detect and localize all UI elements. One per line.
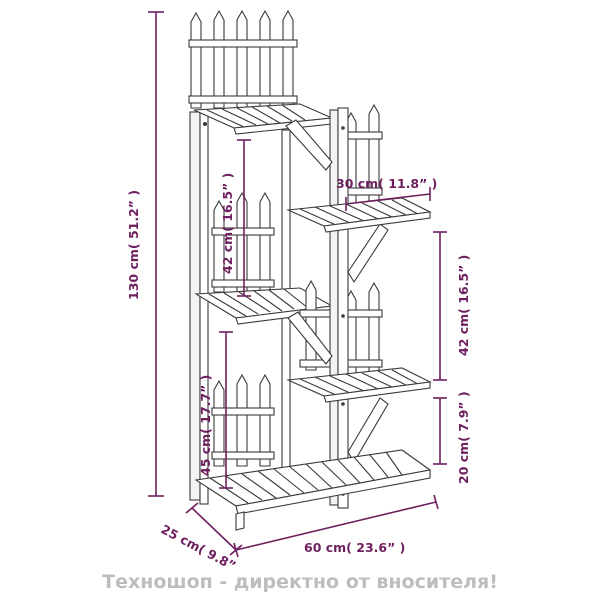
lower-picket-fence: [211, 373, 275, 467]
dim-gap-bottom-right: 20 cm( 7.9” ): [433, 391, 471, 484]
dim-gap-lower-left: 45 cm( 17.7” ): [198, 331, 233, 489]
label-shelf-width: 30 cm( 11.8” ): [336, 176, 437, 191]
label-gap-upper-left: 42 cm( 16.5” ): [220, 173, 235, 274]
top-picket-fence: [188, 9, 298, 109]
label-height-total: 130 cm( 51.2” ): [126, 190, 141, 300]
dim-gap-upper-left: 42 cm( 16.5” ): [220, 139, 251, 297]
shelf-right-upper: [285, 197, 432, 233]
dim-depth: 25 cm( 9.8”: [159, 502, 243, 573]
label-gap-lower-left: 45 cm( 17.7” ): [198, 375, 213, 476]
shelf-right-lower: [285, 367, 432, 403]
diagonal-braces: [285, 119, 389, 464]
label-gap-bottom-right: 20 cm( 7.9” ): [456, 391, 471, 484]
dim-shelf-width: 30 cm( 11.8” ): [336, 176, 437, 211]
label-width: 60 cm( 23.6” ): [304, 540, 405, 555]
dim-height-total: 130 cm( 51.2” ): [126, 11, 164, 497]
shelf-bottom: [194, 449, 432, 531]
dim-width: 60 cm( 23.6” ): [233, 494, 439, 558]
left-rear-post: [189, 111, 209, 505]
label-gap-right: 42 cm( 16.5” ): [456, 255, 471, 356]
right-upper-picket-fence: [343, 103, 383, 211]
watermark-text: Техношоп - директно от вносителя!: [102, 571, 498, 593]
plant-stand-drawing: [188, 9, 432, 531]
front-right-post: [329, 107, 349, 509]
label-depth: 25 cm( 9.8”: [159, 521, 239, 573]
shelf-top: [193, 103, 335, 135]
middle-picket-fence: [211, 191, 275, 293]
dim-gap-right: 42 cm( 16.5” ): [433, 231, 471, 381]
